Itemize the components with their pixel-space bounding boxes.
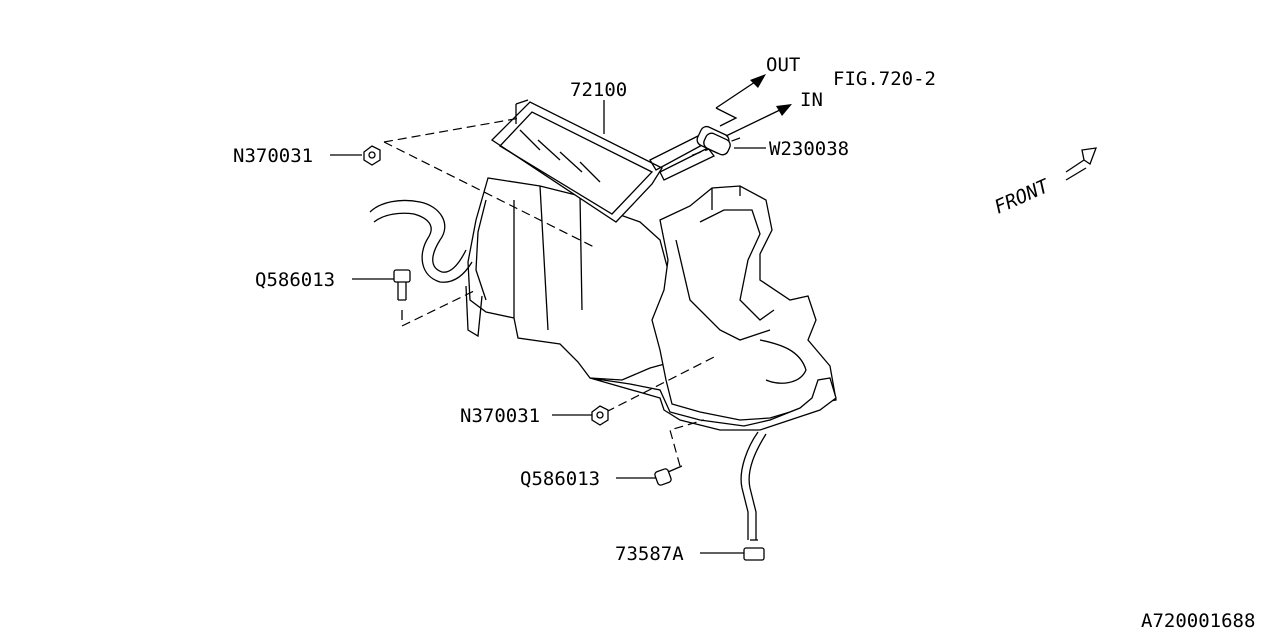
label-front: FRONT <box>991 175 1054 219</box>
nut-upper-icon <box>363 145 381 166</box>
heater-unit-drawing <box>369 99 837 431</box>
front-arrow-icon <box>1065 147 1097 181</box>
label-nut-upper: N370031 <box>233 145 313 167</box>
label-fig-ref: FIG.720-2 <box>833 68 936 90</box>
gasket-icon <box>703 132 731 156</box>
label-bolt-upper: Q586013 <box>255 269 335 291</box>
nut-lower-icon <box>591 405 609 426</box>
label-gasket: W230038 <box>769 138 849 160</box>
label-nut-lower: N370031 <box>460 405 540 427</box>
flow-in-arrow-icon <box>725 104 792 137</box>
label-drain-hose: 73587A <box>615 543 684 565</box>
label-flow-out: OUT <box>766 54 800 76</box>
bolt-upper-icon <box>393 269 411 320</box>
label-heater-unit: 72100 <box>570 79 627 101</box>
label-bolt-lower: Q586013 <box>520 468 600 490</box>
label-flow-in: IN <box>800 89 823 111</box>
drain-hose-icon <box>740 431 767 561</box>
leader-lines <box>330 100 766 554</box>
bolt-lower-icon <box>654 465 683 486</box>
alignment-lines <box>383 117 741 467</box>
flow-out-arrow-icon <box>715 74 766 127</box>
diagram-id: A720001688 <box>1141 610 1255 632</box>
